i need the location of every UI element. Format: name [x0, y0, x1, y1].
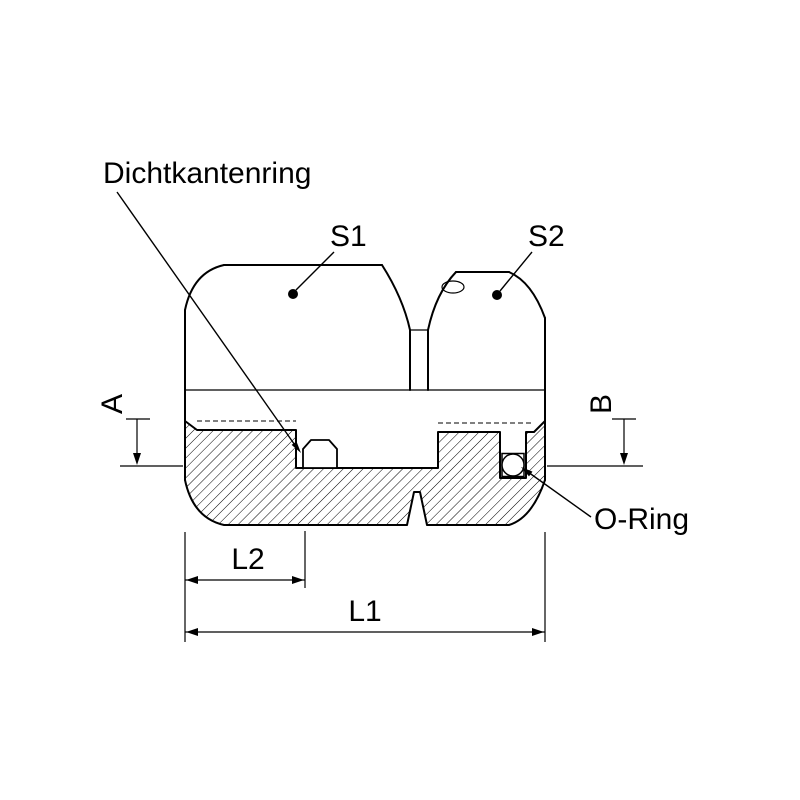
- l1-label: L1: [348, 595, 381, 628]
- dimension-l1: L1: [185, 532, 546, 642]
- dichtkantenring-label: Dichtkantenring: [103, 157, 311, 190]
- top-left-chamfer: [184, 264, 225, 311]
- dichtkantenring-leader-line: [116, 191, 298, 449]
- o-ring-label: O-Ring: [594, 503, 689, 536]
- dimension-a: A: [96, 394, 183, 467]
- s2-leader-line: [499, 251, 533, 292]
- l2-label: L2: [231, 543, 264, 576]
- hex1-top-right-chamfer: [381, 264, 411, 331]
- callout-o-ring: O-Ring: [521, 467, 689, 536]
- dichtkantenring-part: [302, 439, 338, 469]
- l2-arrowhead-left: [186, 576, 198, 584]
- o-ring-cross-section: [501, 453, 525, 477]
- fitting-exterior-outline: [184, 264, 546, 481]
- s2-leader-dot: [492, 290, 502, 300]
- dichtkantenring-leader-arrowhead: [291, 441, 301, 453]
- o-ring-leader-line: [527, 471, 592, 518]
- callout-s2: S2: [492, 220, 565, 300]
- callout-s1: S1: [288, 220, 367, 299]
- o-ring-leader-arrowhead: [521, 467, 533, 477]
- s1-label: S1: [330, 220, 367, 253]
- dimension-b-label: B: [585, 394, 618, 414]
- s1-leader-line: [295, 251, 335, 291]
- s2-label: S2: [528, 220, 565, 253]
- dimension-l2: L2: [184, 531, 306, 642]
- callout-dichtkantenring: Dichtkantenring: [103, 157, 311, 453]
- hex2-top-left-chamfer: [427, 271, 457, 331]
- section-wall-hatched: [184, 420, 546, 526]
- l1-arrowhead-right: [532, 628, 544, 636]
- l2-arrowhead-right: [292, 576, 304, 584]
- dimension-b-arrowhead: [620, 453, 628, 465]
- l1-arrowhead-left: [186, 628, 198, 636]
- hex2-top-right-chamfer: [508, 271, 546, 319]
- hex2-face-marking: [441, 280, 465, 294]
- dimension-a-arrowhead: [133, 453, 141, 465]
- s1-leader-dot: [288, 289, 298, 299]
- fitting-section: [184, 420, 546, 526]
- dimension-a-label: A: [96, 394, 129, 414]
- dimension-b: B: [547, 394, 643, 467]
